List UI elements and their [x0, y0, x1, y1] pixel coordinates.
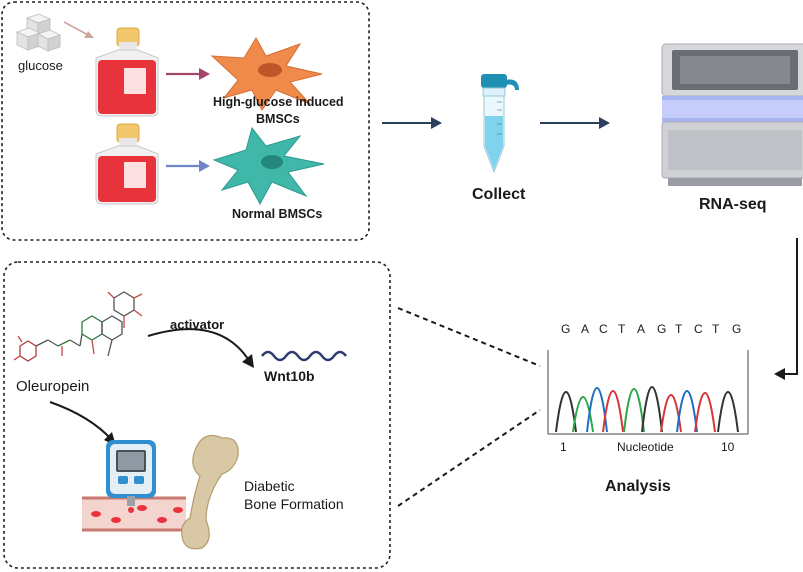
glucose-label: glucose: [18, 58, 63, 73]
seq-letter: T: [712, 322, 720, 336]
activator-arrow: [147, 328, 251, 363]
collect-label: Collect: [472, 186, 526, 203]
normal-bmscs-label: Normal BMSCs: [232, 207, 323, 221]
high-glucose-label-line1: High-glucose induced: [213, 95, 344, 109]
culture-flask-icon-2: [95, 123, 159, 205]
peak-9: [694, 392, 716, 433]
seq-letter: C: [694, 322, 703, 336]
bottom-panel-border: [3, 261, 391, 569]
seq-letter: G: [561, 322, 571, 336]
connector-line-lower: [397, 409, 541, 507]
wnt10b-label: Wnt10b: [264, 368, 315, 384]
bone-formation-label: Bone Formation: [244, 496, 344, 512]
seq-letter: G: [732, 322, 742, 336]
peak-10: [717, 391, 739, 433]
seq-letter: A: [581, 322, 590, 336]
analysis-label: Analysis: [605, 478, 671, 495]
peak-6: [641, 386, 663, 433]
sugar-cubes-icon: [15, 13, 62, 52]
axis-start-label: 1: [560, 440, 567, 454]
femur-bone-icon: [181, 435, 239, 550]
high-glucose-label-line2: BMSCs: [256, 112, 300, 126]
top-panel-border: [1, 1, 370, 241]
arrow-to-analysis: [784, 238, 798, 375]
axis-label-nucleotide: Nucleotide: [617, 440, 674, 454]
seq-letter: T: [618, 322, 626, 336]
seq-letter: A: [637, 322, 646, 336]
collection-tube-icon: [481, 74, 519, 174]
peak-2: [572, 396, 594, 433]
seq-letter: T: [675, 322, 683, 336]
seq-letter: G: [657, 322, 667, 336]
glucose-arrow: [63, 21, 91, 37]
peak-5: [623, 388, 645, 433]
seq-letter: C: [599, 322, 608, 336]
diabetic-label: Diabetic: [244, 478, 295, 494]
chromatogram: [547, 350, 749, 435]
rna-sequencer-icon: [661, 43, 803, 186]
rnaseq-label: RNA-seq: [699, 196, 767, 213]
oleuropein-label: Oleuropein: [16, 378, 90, 395]
glucometer-icon: [106, 440, 156, 513]
activator-label: activator: [170, 317, 225, 332]
peak-8: [676, 390, 698, 433]
arrow-to-glucometer: [49, 401, 113, 441]
peak-1: [555, 391, 577, 433]
wnt10b-wave-icon: [261, 350, 347, 362]
connector-line-upper: [397, 307, 541, 367]
peak-4: [602, 390, 624, 433]
culture-flask-icon-1: [95, 27, 159, 117]
axis-end-label: 10: [721, 440, 735, 454]
oleuropein-molecule-icon: [13, 291, 143, 362]
